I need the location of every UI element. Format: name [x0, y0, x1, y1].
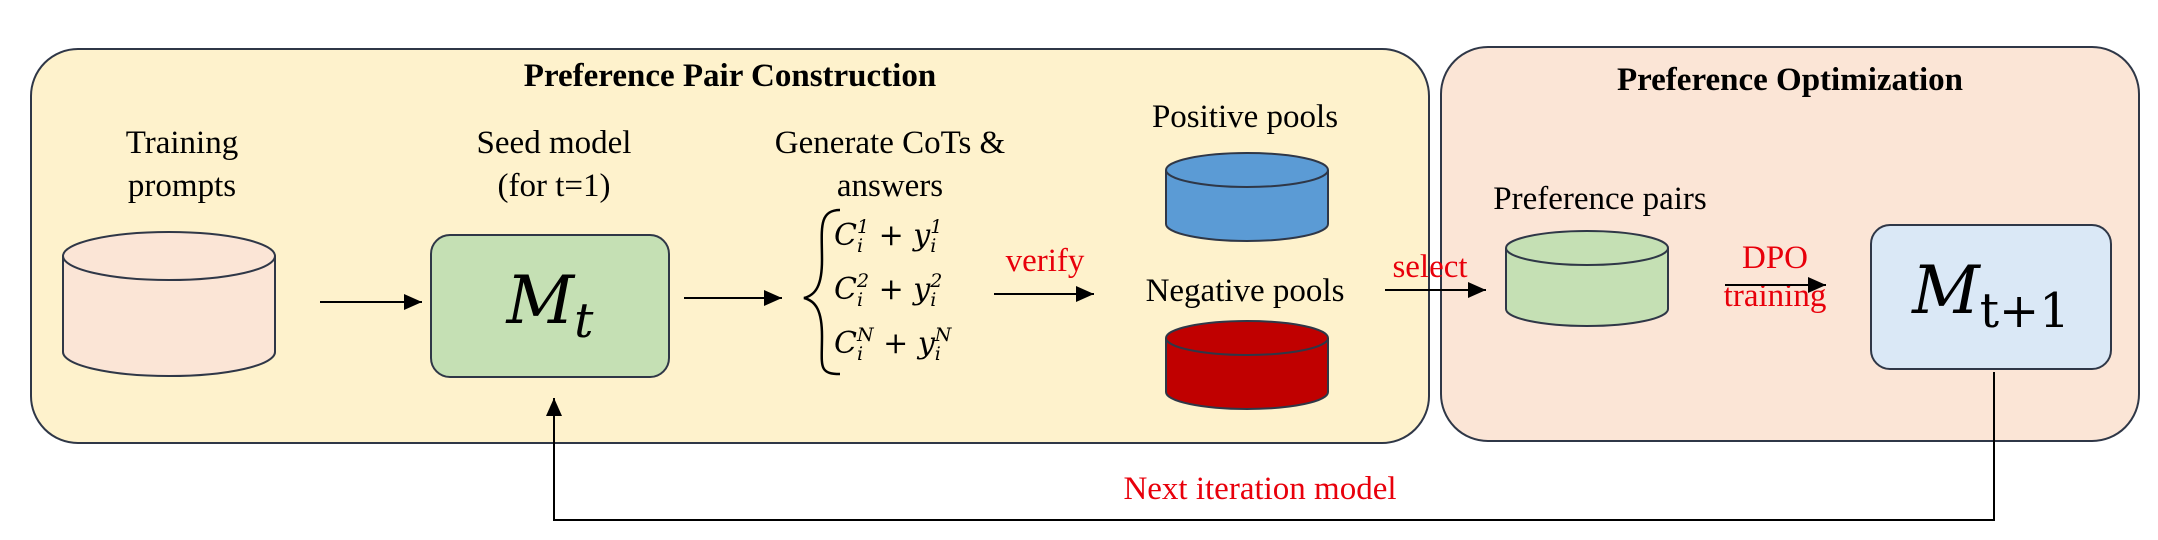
eq-y: y — [913, 218, 931, 253]
eq-c: C — [834, 272, 857, 307]
training-prompts-database-icon — [62, 231, 276, 377]
eq-y-sub: i — [930, 235, 937, 257]
equations-brace-icon — [803, 208, 841, 376]
eq-y-sup: 2 — [930, 270, 943, 292]
negative-pools-label: Negative pools — [1145, 273, 1345, 309]
negative-pool-database-icon — [1165, 320, 1329, 410]
dpo-line-1: DPO — [1741, 240, 1809, 276]
seed-model-symbol-main: M — [506, 262, 575, 339]
positive-pools-label: Positive pools — [1151, 99, 1339, 135]
seed-model-box — [430, 234, 670, 378]
seed-model-line-1: Seed model — [476, 125, 632, 161]
eq-y: y — [913, 272, 931, 307]
construction-panel-title: Preference Pair Construction — [523, 58, 937, 94]
select-label: select — [1392, 249, 1468, 285]
arrow-next-iteration-feedback — [546, 372, 1995, 521]
seed-model-symbol-sub: t — [574, 293, 594, 349]
eq-c-sup: 2 — [856, 270, 870, 292]
seed-model-line-2: (for t=1) — [497, 167, 611, 204]
eq-c-sub: i — [856, 235, 864, 257]
positive-pool-database-icon — [1165, 152, 1329, 242]
eq-c-sub: i — [856, 289, 864, 311]
seed-model-label: Seed model (for t=1) — [444, 122, 664, 208]
next-model-symbol: Mt+1 — [1870, 252, 2112, 339]
eq-c: C — [834, 218, 857, 253]
preference-pairs-label: Preference pairs — [1493, 181, 1707, 217]
next-model-box — [1870, 224, 2112, 370]
next-iteration-model-label: Next iteration model — [1123, 471, 1397, 507]
next-model-symbol-main: M — [1912, 252, 1980, 329]
eq-y-sub: i — [934, 343, 941, 365]
seed-model-symbol: Mt — [430, 262, 670, 349]
generate-line-1: Generate CoTs & — [774, 125, 1006, 161]
generate-line-2: answers — [836, 167, 944, 204]
next-model-symbol-sub: t+1 — [1979, 283, 2070, 339]
eq-y-sub: i — [930, 289, 937, 311]
eq-c: C — [834, 326, 857, 361]
eq-c-sup: 1 — [856, 216, 870, 238]
eq-y-sup: N — [934, 324, 952, 346]
optimization-panel-title: Preference Optimization — [1616, 62, 1964, 98]
training-prompts-label: Training prompts — [82, 122, 282, 208]
training-prompts-line-2: prompts — [127, 167, 237, 204]
eq-y-sup: 1 — [930, 216, 943, 238]
eq-y: y — [917, 326, 935, 361]
dpo-training-label: DPO training — [1700, 240, 1850, 316]
eq-c-sup: N — [856, 324, 874, 346]
preference-pairs-database-icon — [1505, 230, 1669, 327]
verify-label: verify — [1005, 243, 1085, 279]
eq-c-sub: i — [856, 343, 864, 365]
generate-cots-label: Generate CoTs & answers — [740, 122, 1040, 208]
training-prompts-line-1: Training — [125, 125, 239, 161]
